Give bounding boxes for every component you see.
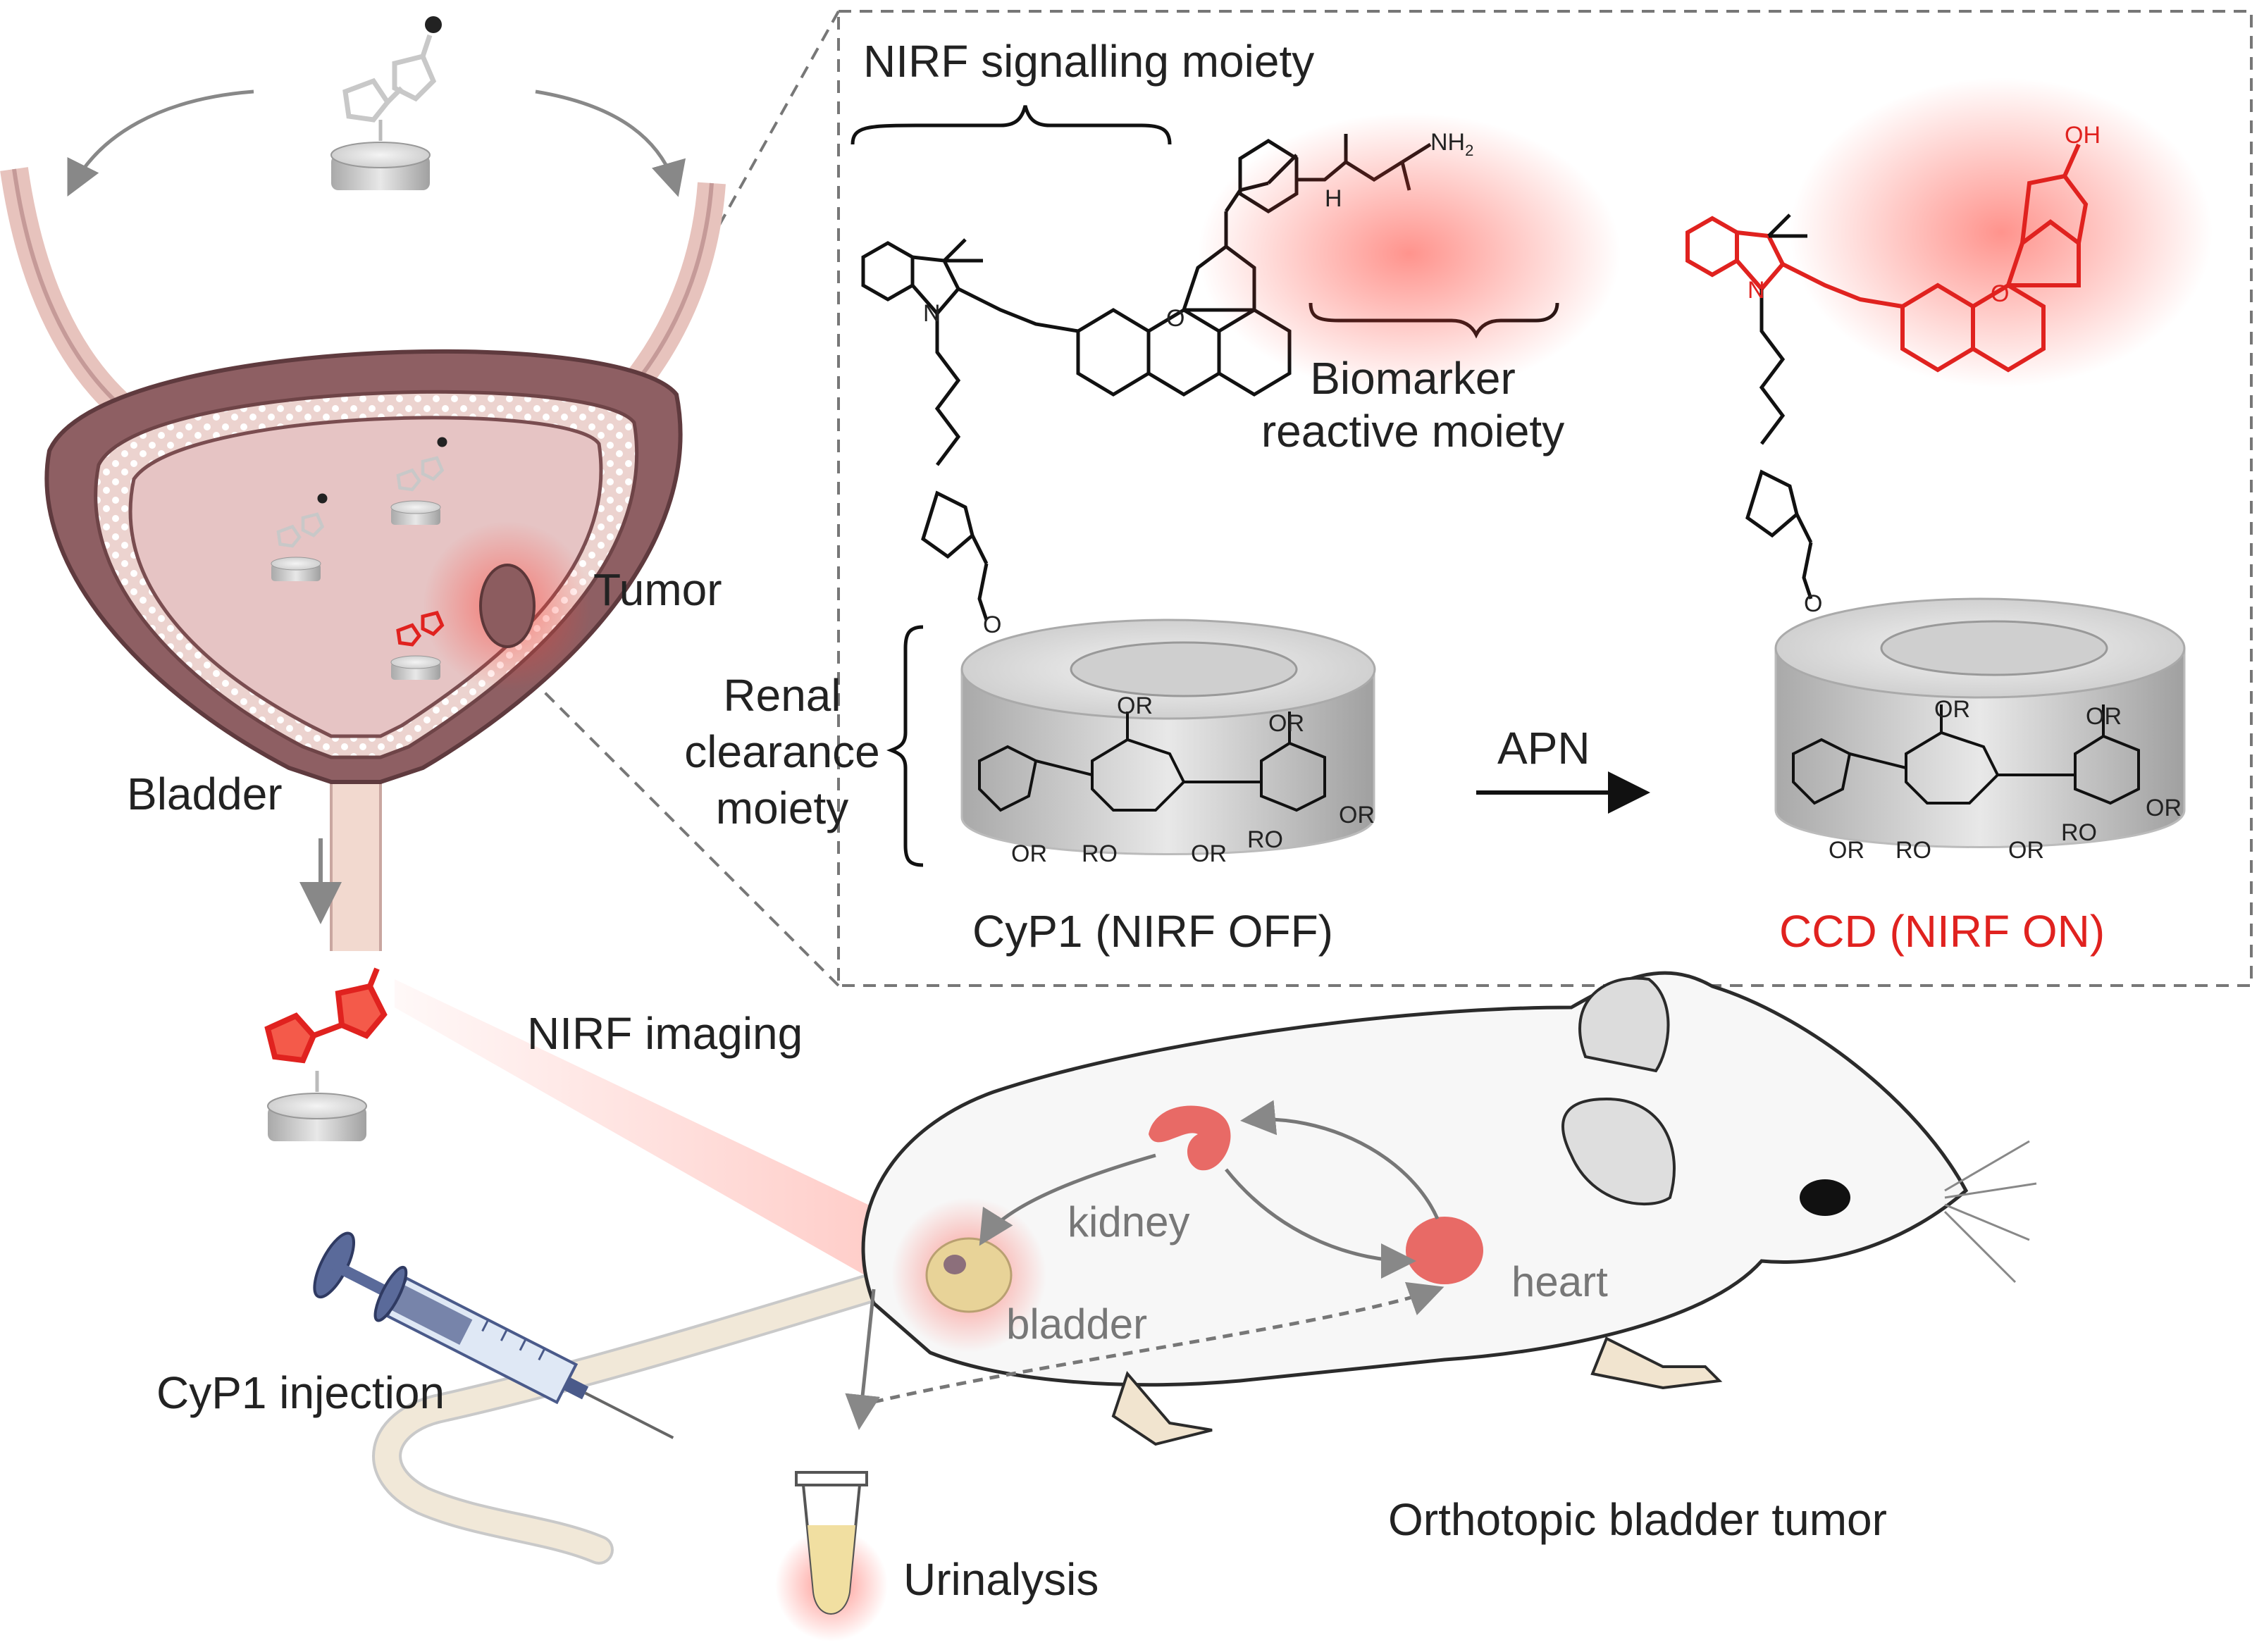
atom-or-9: OR <box>2008 837 2044 864</box>
probe-icon-inside-2 <box>390 437 447 525</box>
label-ccd-nirf-on: CCD (NIRF ON) <box>1779 906 2105 957</box>
label-heart: heart <box>1511 1258 1608 1305</box>
mouse-kidney-organ <box>1149 1105 1231 1171</box>
atom-or-3: OR <box>1011 840 1047 867</box>
atom-o-xanthene-right: O <box>1991 280 2010 307</box>
atom-or-7: OR <box>2086 703 2122 730</box>
mouse-bladder-organ <box>925 1237 1013 1313</box>
label-apn: APN <box>1497 723 1590 774</box>
atom-ro-4: RO <box>2061 819 2097 846</box>
atom-or-1: OR <box>1117 693 1153 719</box>
mouse-illustration <box>372 971 2037 1565</box>
atom-or-4: OR <box>1191 840 1227 867</box>
label-bladder: Bladder <box>127 769 283 819</box>
label-tumor: Tumor <box>593 564 722 615</box>
label-urinalysis: Urinalysis <box>903 1554 1099 1605</box>
atom-n-plus-left: N <box>923 300 941 327</box>
atom-ro-3: RO <box>1895 837 1931 864</box>
probe-icon-top <box>330 16 442 190</box>
label-moiety: moiety <box>715 783 849 833</box>
atom-oh: OH <box>2065 122 2101 149</box>
atom-o-linker-left: O <box>983 611 1002 638</box>
label-cyp1-nirf-off: CyP1 (NIRF OFF) <box>972 906 1333 957</box>
label-clearance: clearance <box>684 726 880 777</box>
atom-o-xanthene-left: O <box>1166 305 1185 332</box>
label-nirf-imaging: NIRF imaging <box>527 1008 803 1059</box>
cyclodextrin-cup-right <box>1774 597 2186 848</box>
atom-or-8: OR <box>1829 837 1864 864</box>
urine-tube <box>775 1471 888 1641</box>
mouse-heart-organ <box>1406 1217 1483 1284</box>
syringe-illustration <box>313 1231 674 1439</box>
label-kidney: kidney <box>1068 1198 1190 1246</box>
whiskers <box>1943 1140 2037 1284</box>
atom-or-10: OR <box>2146 795 2182 821</box>
label-reactive-moiety: reactive moiety <box>1261 406 1565 457</box>
bladder-illustration <box>0 89 726 951</box>
nirf-imaging-beam <box>395 979 986 1324</box>
probe-icon-inside-1 <box>271 493 328 581</box>
ccd-structure <box>1198 77 2213 600</box>
atom-o-linker-right: O <box>1804 590 1823 617</box>
label-renal: Renal <box>723 670 841 721</box>
probe-icon-inside-active <box>390 611 445 680</box>
atom-nh: H <box>1325 185 1342 212</box>
atom-or-2: OR <box>1268 710 1304 737</box>
cyclodextrin-cup-left <box>960 619 1376 855</box>
label-biomarker: Biomarker <box>1310 353 1516 404</box>
label-cyp1-injection: CyP1 injection <box>156 1367 445 1418</box>
atom-n-plus-right: N <box>1748 277 1765 304</box>
probe-icon-active-large <box>264 967 388 1141</box>
label-orthotopic-bladder-tumor: Orthotopic bladder tumor <box>1388 1494 1887 1545</box>
atom-ro-2: RO <box>1247 826 1283 853</box>
atom-or-5: OR <box>1339 802 1375 828</box>
atom-ro-1: RO <box>1082 840 1118 867</box>
label-bladder-mouse: bladder <box>1006 1300 1148 1348</box>
label-nirf-signalling-moiety: NIRF signalling moiety <box>863 36 1315 87</box>
atom-nh2: NH2 <box>1430 129 1474 159</box>
atom-or-6: OR <box>1934 696 1970 723</box>
